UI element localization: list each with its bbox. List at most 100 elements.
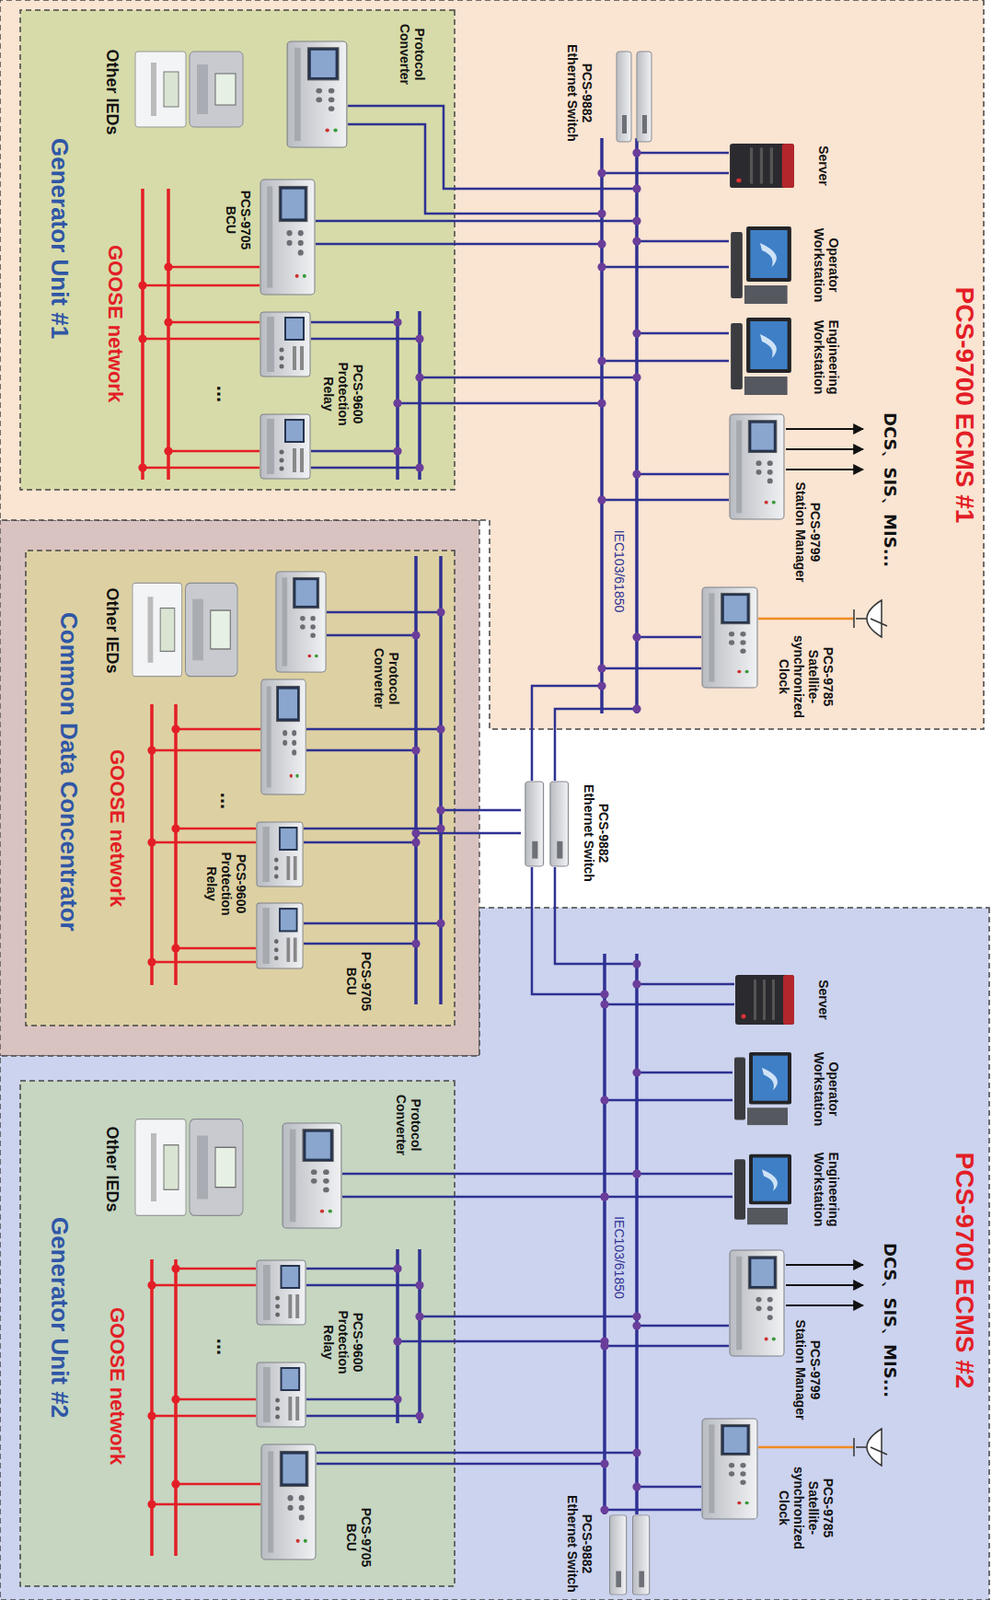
ethernet-wire bbox=[604, 1344, 729, 1348]
device-node: PCS-9882 Ethernet Switch bbox=[612, 50, 654, 143]
device-icon bbox=[286, 40, 348, 149]
device-node: Server bbox=[728, 142, 796, 189]
device-label: Protocol Converter bbox=[371, 644, 402, 713]
output-arrow bbox=[785, 468, 864, 471]
device-icon bbox=[259, 178, 316, 296]
device-icon bbox=[282, 1122, 342, 1228]
device-node: PCS-9600 Protection Relay bbox=[255, 1258, 307, 1428]
device-icon bbox=[135, 51, 243, 127]
device-icon bbox=[281, 1121, 343, 1229]
region-outline bbox=[20, 10, 455, 490]
device-icon bbox=[133, 1111, 245, 1223]
ethernet-wire bbox=[311, 321, 398, 324]
device-icon bbox=[135, 1118, 243, 1216]
device-node: PCS-9882 Ethernet Switch bbox=[605, 1513, 652, 1595]
goose-wire bbox=[168, 265, 260, 269]
device-label: Operator Workstation bbox=[811, 223, 842, 307]
device-node: Other IEDs bbox=[130, 576, 240, 683]
ethernet-wire bbox=[311, 337, 420, 341]
ethernet-wire bbox=[306, 749, 416, 752]
region-shade bbox=[0, 519, 480, 1056]
goose-wire bbox=[151, 749, 261, 752]
ethernet-wire bbox=[636, 1324, 729, 1327]
output-arrow bbox=[785, 1303, 864, 1306]
device-node: Engineering Workstation bbox=[732, 1152, 794, 1226]
ethernet-wire bbox=[636, 332, 729, 335]
device-label: PCS-9882 Ethernet Switch bbox=[565, 41, 595, 145]
ethernet-wire bbox=[604, 1003, 735, 1006]
region-outline bbox=[0, 907, 990, 1600]
device-label: Server bbox=[816, 962, 831, 1037]
device-icon bbox=[132, 582, 238, 676]
device-icon bbox=[734, 1153, 792, 1224]
ethernet-wire bbox=[306, 1397, 398, 1401]
device-icon bbox=[610, 1514, 650, 1594]
device-icon bbox=[735, 974, 795, 1025]
ethernet-wire bbox=[315, 242, 602, 246]
annotation-label: DCS、SIS、MIS... bbox=[879, 412, 900, 597]
ethernet-wire bbox=[636, 1172, 733, 1176]
annotation-label: DCS、SIS、MIS... bbox=[879, 1242, 900, 1427]
ethernet-wire bbox=[419, 1314, 637, 1318]
device-icon bbox=[276, 571, 326, 672]
ethernet-wire bbox=[306, 1267, 398, 1270]
device-icon bbox=[261, 679, 306, 795]
ethernet-wire bbox=[316, 1451, 637, 1454]
region-outline bbox=[25, 550, 455, 1026]
device-icon bbox=[729, 1249, 785, 1356]
ethernet-wire bbox=[342, 1195, 605, 1199]
device-icon bbox=[255, 820, 304, 888]
device-node: PCS-9705 BCU bbox=[260, 1442, 317, 1560]
device-label: PCS-9799 Station Manager bbox=[793, 480, 823, 584]
device-icon bbox=[728, 413, 785, 520]
device-icon bbox=[728, 142, 796, 189]
ethernet-wire bbox=[601, 172, 729, 175]
device-icon bbox=[732, 1152, 794, 1226]
device-icon bbox=[261, 679, 306, 795]
device-icon bbox=[256, 902, 303, 969]
device-icon bbox=[728, 224, 794, 306]
ethernet-wire bbox=[303, 922, 441, 925]
ethernet-wire bbox=[636, 1071, 733, 1074]
region-title: Generator Unit #2 bbox=[46, 1216, 74, 1493]
goose-wire bbox=[151, 1283, 256, 1287]
ethernet-wire bbox=[306, 1414, 420, 1418]
device-icon bbox=[255, 901, 304, 969]
network-label: GOOSE network bbox=[104, 749, 129, 934]
device-node: Protocol Converter bbox=[286, 40, 348, 149]
output-arrow bbox=[785, 448, 864, 450]
region-panel: Generator Unit #1Protocol ConverterOther… bbox=[20, 10, 455, 490]
ethernet-wire bbox=[636, 472, 729, 476]
ethernet-wire bbox=[315, 219, 637, 223]
annotation-label: IEC103/61850 bbox=[611, 519, 627, 623]
ethernet-wire bbox=[604, 1508, 702, 1512]
ethernet-wire bbox=[604, 1098, 733, 1102]
device-label: Other IEDs bbox=[102, 32, 123, 152]
goose-wire bbox=[151, 960, 256, 964]
device-node: Protocol Converter bbox=[281, 1121, 343, 1229]
ellipsis-mark: ... bbox=[215, 380, 232, 407]
network-label: GOOSE network bbox=[104, 1306, 129, 1491]
goose-wire bbox=[175, 1482, 261, 1486]
ethernet-wire bbox=[326, 634, 416, 637]
output-arrow bbox=[785, 427, 864, 430]
output-arrow bbox=[785, 1283, 864, 1286]
device-label: Engineering Workstation bbox=[811, 314, 842, 400]
device-icon bbox=[260, 179, 315, 295]
ethernet-wire bbox=[604, 1195, 733, 1199]
device-node: Other IEDs bbox=[133, 46, 245, 133]
network-label: GOOSE network bbox=[103, 244, 127, 429]
region-outline bbox=[25, 550, 455, 1026]
device-icon bbox=[730, 226, 792, 304]
device-label: Other IEDs bbox=[102, 1108, 123, 1229]
ethernet-wire bbox=[419, 376, 637, 380]
region-panel: PCS-9700 ECMS #2Generator Unit #2Protoco… bbox=[0, 907, 990, 1600]
ethernet-wire bbox=[636, 240, 729, 243]
ethernet-wire bbox=[316, 1462, 605, 1465]
region-title: Common Data Concentrator bbox=[55, 611, 83, 990]
ethernet-wire bbox=[636, 1485, 702, 1488]
device-node: PCS-9882 Ethernet Switch bbox=[520, 780, 571, 867]
device-label: Other IEDs bbox=[102, 570, 123, 691]
device-icon bbox=[520, 780, 571, 867]
